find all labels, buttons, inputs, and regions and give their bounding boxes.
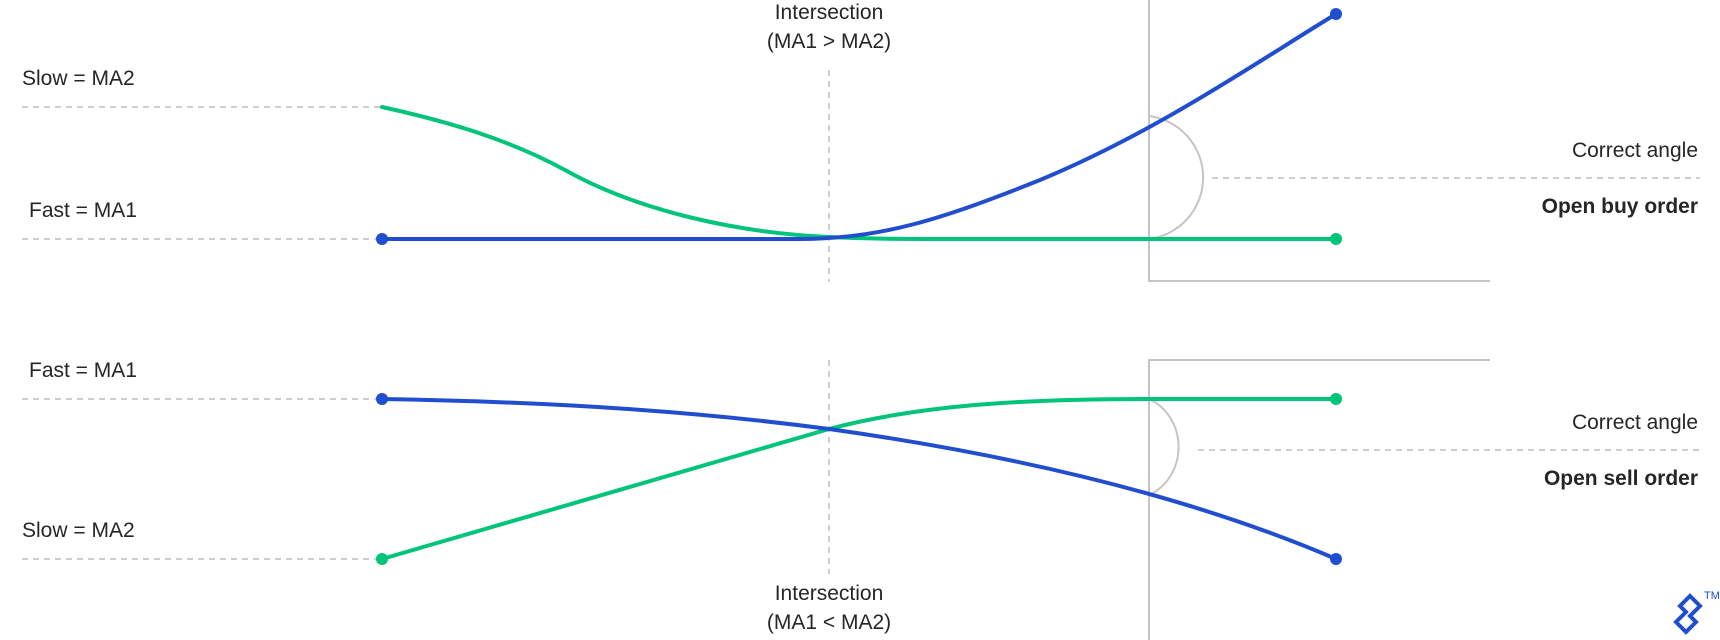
fast-ma-line-top [380, 12, 1338, 241]
trademark-symbol: TM [1704, 590, 1720, 602]
fast-ma-label-top: Fast = MA1 [29, 199, 137, 222]
fast-ma-start-point-top [376, 233, 388, 245]
angle-frame-bottom [1148, 359, 1490, 640]
angle-arc-top [1148, 115, 1205, 240]
slow-ma-line-top [380, 105, 1338, 241]
toptal-logo-icon [1673, 593, 1703, 635]
fast-ma-end-point-top [1330, 8, 1342, 20]
open-buy-order-label: Open buy order [1541, 195, 1698, 218]
angle-arc-bottom [1148, 398, 1180, 496]
correct-angle-label-bottom: Correct angle [1571, 411, 1698, 434]
intersection-condition-top: (MA1 > MA2) [766, 30, 892, 53]
angle-frame-top [1148, 0, 1490, 282]
slow-ma-label-bottom: Slow = MA2 [22, 519, 135, 542]
fast-ma-start-point-bottom [376, 393, 388, 405]
open-sell-order-label: Open sell order [1543, 467, 1698, 490]
fast-ma-label-bottom: Fast = MA1 [29, 359, 137, 382]
fast-ma-line-bottom [380, 397, 1338, 561]
correct-angle-label-top: Correct angle [1571, 139, 1698, 162]
intersection-condition-bottom: (MA1 < MA2) [766, 611, 892, 634]
slow-ma-end-point-bottom [1330, 393, 1342, 405]
intersection-title-top: Intersection [774, 1, 884, 24]
intersection-label-bottom: Intersection (MA1 < MA2) [729, 581, 929, 636]
slow-ma-line-bottom [380, 397, 1338, 561]
slow-ma-end-point-top [1330, 233, 1342, 245]
slow-ma-start-point-bottom [376, 553, 388, 565]
slow-ma-label-top: Slow = MA2 [22, 67, 135, 90]
intersection-label-top: Intersection (MA1 > MA2) [729, 0, 929, 55]
intersection-title-bottom: Intersection [774, 582, 884, 605]
fast-ma-end-point-bottom [1330, 553, 1342, 565]
